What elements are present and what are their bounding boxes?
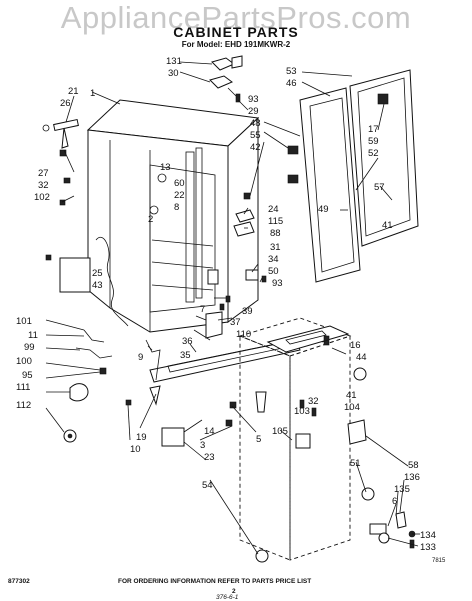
callout-14: 14	[204, 426, 215, 437]
exploded-parts-diagram: 131 30 93 29 48 55 42 53 46 17 59 52 57 …	[16, 55, 446, 564]
callout-110: 110	[236, 329, 251, 340]
callout-53: 53	[286, 66, 297, 77]
callout-43: 43	[92, 280, 103, 291]
callout-19: 19	[136, 432, 147, 443]
callout-29: 29	[248, 106, 259, 117]
callout-32: 32	[38, 180, 49, 191]
callout-1: 1	[90, 88, 95, 99]
callout-112: 112	[16, 400, 31, 411]
callout-88: 88	[270, 228, 281, 239]
callout-57: 57	[374, 182, 385, 193]
callout-6: 6	[392, 496, 397, 507]
callout-21: 21	[68, 86, 79, 97]
callout-95: 95	[22, 370, 33, 381]
model-line: For Model: EHD 191MKWR-2	[181, 40, 291, 49]
callout-103: 103	[294, 406, 310, 417]
callout-32-b: 32	[308, 396, 319, 407]
callout-41-b: 41	[346, 390, 357, 401]
callout-11: 11	[28, 330, 38, 341]
callout-135: 135	[394, 484, 410, 495]
callout-131: 131	[166, 56, 182, 67]
callout-93-b: 93	[272, 278, 283, 289]
callout-136: 136	[404, 472, 420, 483]
callout-111: 111	[16, 382, 30, 393]
callout-5: 5	[256, 434, 261, 445]
callout-134: 134	[420, 530, 436, 541]
callout-52: 52	[368, 148, 379, 159]
callout-3: 3	[200, 440, 205, 451]
callout-26: 26	[60, 98, 71, 109]
callout-31: 31	[270, 242, 281, 253]
callout-2: 2	[148, 214, 153, 225]
callout-30: 30	[168, 68, 179, 79]
handwritten-code: 376-6-1	[216, 594, 239, 601]
callout-24: 24	[268, 204, 279, 215]
lower-cabinet-dashed	[238, 317, 416, 563]
callout-25: 25	[92, 268, 103, 279]
callout-99: 99	[24, 342, 35, 353]
cabinet-body	[59, 99, 260, 333]
ordering-note: FOR ORDERING INFORMATION REFER TO PARTS …	[118, 578, 312, 585]
callout-105: 105	[272, 426, 288, 437]
watermark: AppliancePartsPros.com	[60, 0, 412, 35]
callout-8: 8	[174, 202, 179, 213]
left-side-small-parts	[42, 118, 132, 443]
callout-42: 42	[250, 142, 261, 153]
callout-27: 27	[38, 168, 49, 179]
callout-58: 58	[408, 460, 419, 471]
page-number: 2	[232, 588, 236, 595]
callout-44: 44	[356, 352, 367, 363]
callout-41: 41	[382, 220, 393, 231]
diagram-code: 877302	[8, 578, 30, 585]
callout-22: 22	[174, 190, 185, 201]
callout-48: 48	[250, 118, 261, 129]
callout-102: 102	[34, 192, 50, 203]
callout-55: 55	[250, 130, 261, 141]
callout-10: 10	[130, 444, 141, 455]
callout-7815: 7815	[432, 558, 446, 564]
callout-35: 35	[180, 350, 191, 361]
callout-36: 36	[182, 336, 193, 347]
callout-50: 50	[268, 266, 279, 277]
callout-133: 133	[420, 542, 436, 553]
callout-60: 60	[174, 178, 185, 189]
callout-115: 115	[268, 216, 283, 227]
callout-23: 23	[204, 452, 215, 463]
callout-labels: 131 30 93 29 48 55 42 53 46 17 59 52 57 …	[16, 56, 446, 564]
callout-17: 17	[368, 124, 379, 135]
callout-13: 13	[160, 162, 171, 173]
leader-lines	[45, 61, 420, 555]
callout-9: 9	[138, 352, 143, 363]
doors-upper	[299, 69, 419, 283]
callout-34: 34	[268, 254, 279, 265]
callout-39: 39	[242, 306, 253, 317]
callout-101: 101	[16, 316, 32, 327]
callout-93: 93	[248, 94, 259, 105]
callout-104: 104	[344, 402, 360, 413]
callout-59: 59	[368, 136, 379, 147]
callout-37: 37	[230, 317, 241, 328]
callout-46: 46	[286, 78, 297, 89]
callout-100: 100	[16, 356, 32, 367]
callout-49: 49	[318, 204, 329, 215]
callout-16: 16	[350, 340, 361, 351]
diagram-title: CABINET PARTS	[173, 24, 299, 40]
callout-7: 7	[200, 304, 205, 315]
callout-51: 51	[350, 458, 361, 469]
callout-54: 54	[202, 480, 213, 491]
